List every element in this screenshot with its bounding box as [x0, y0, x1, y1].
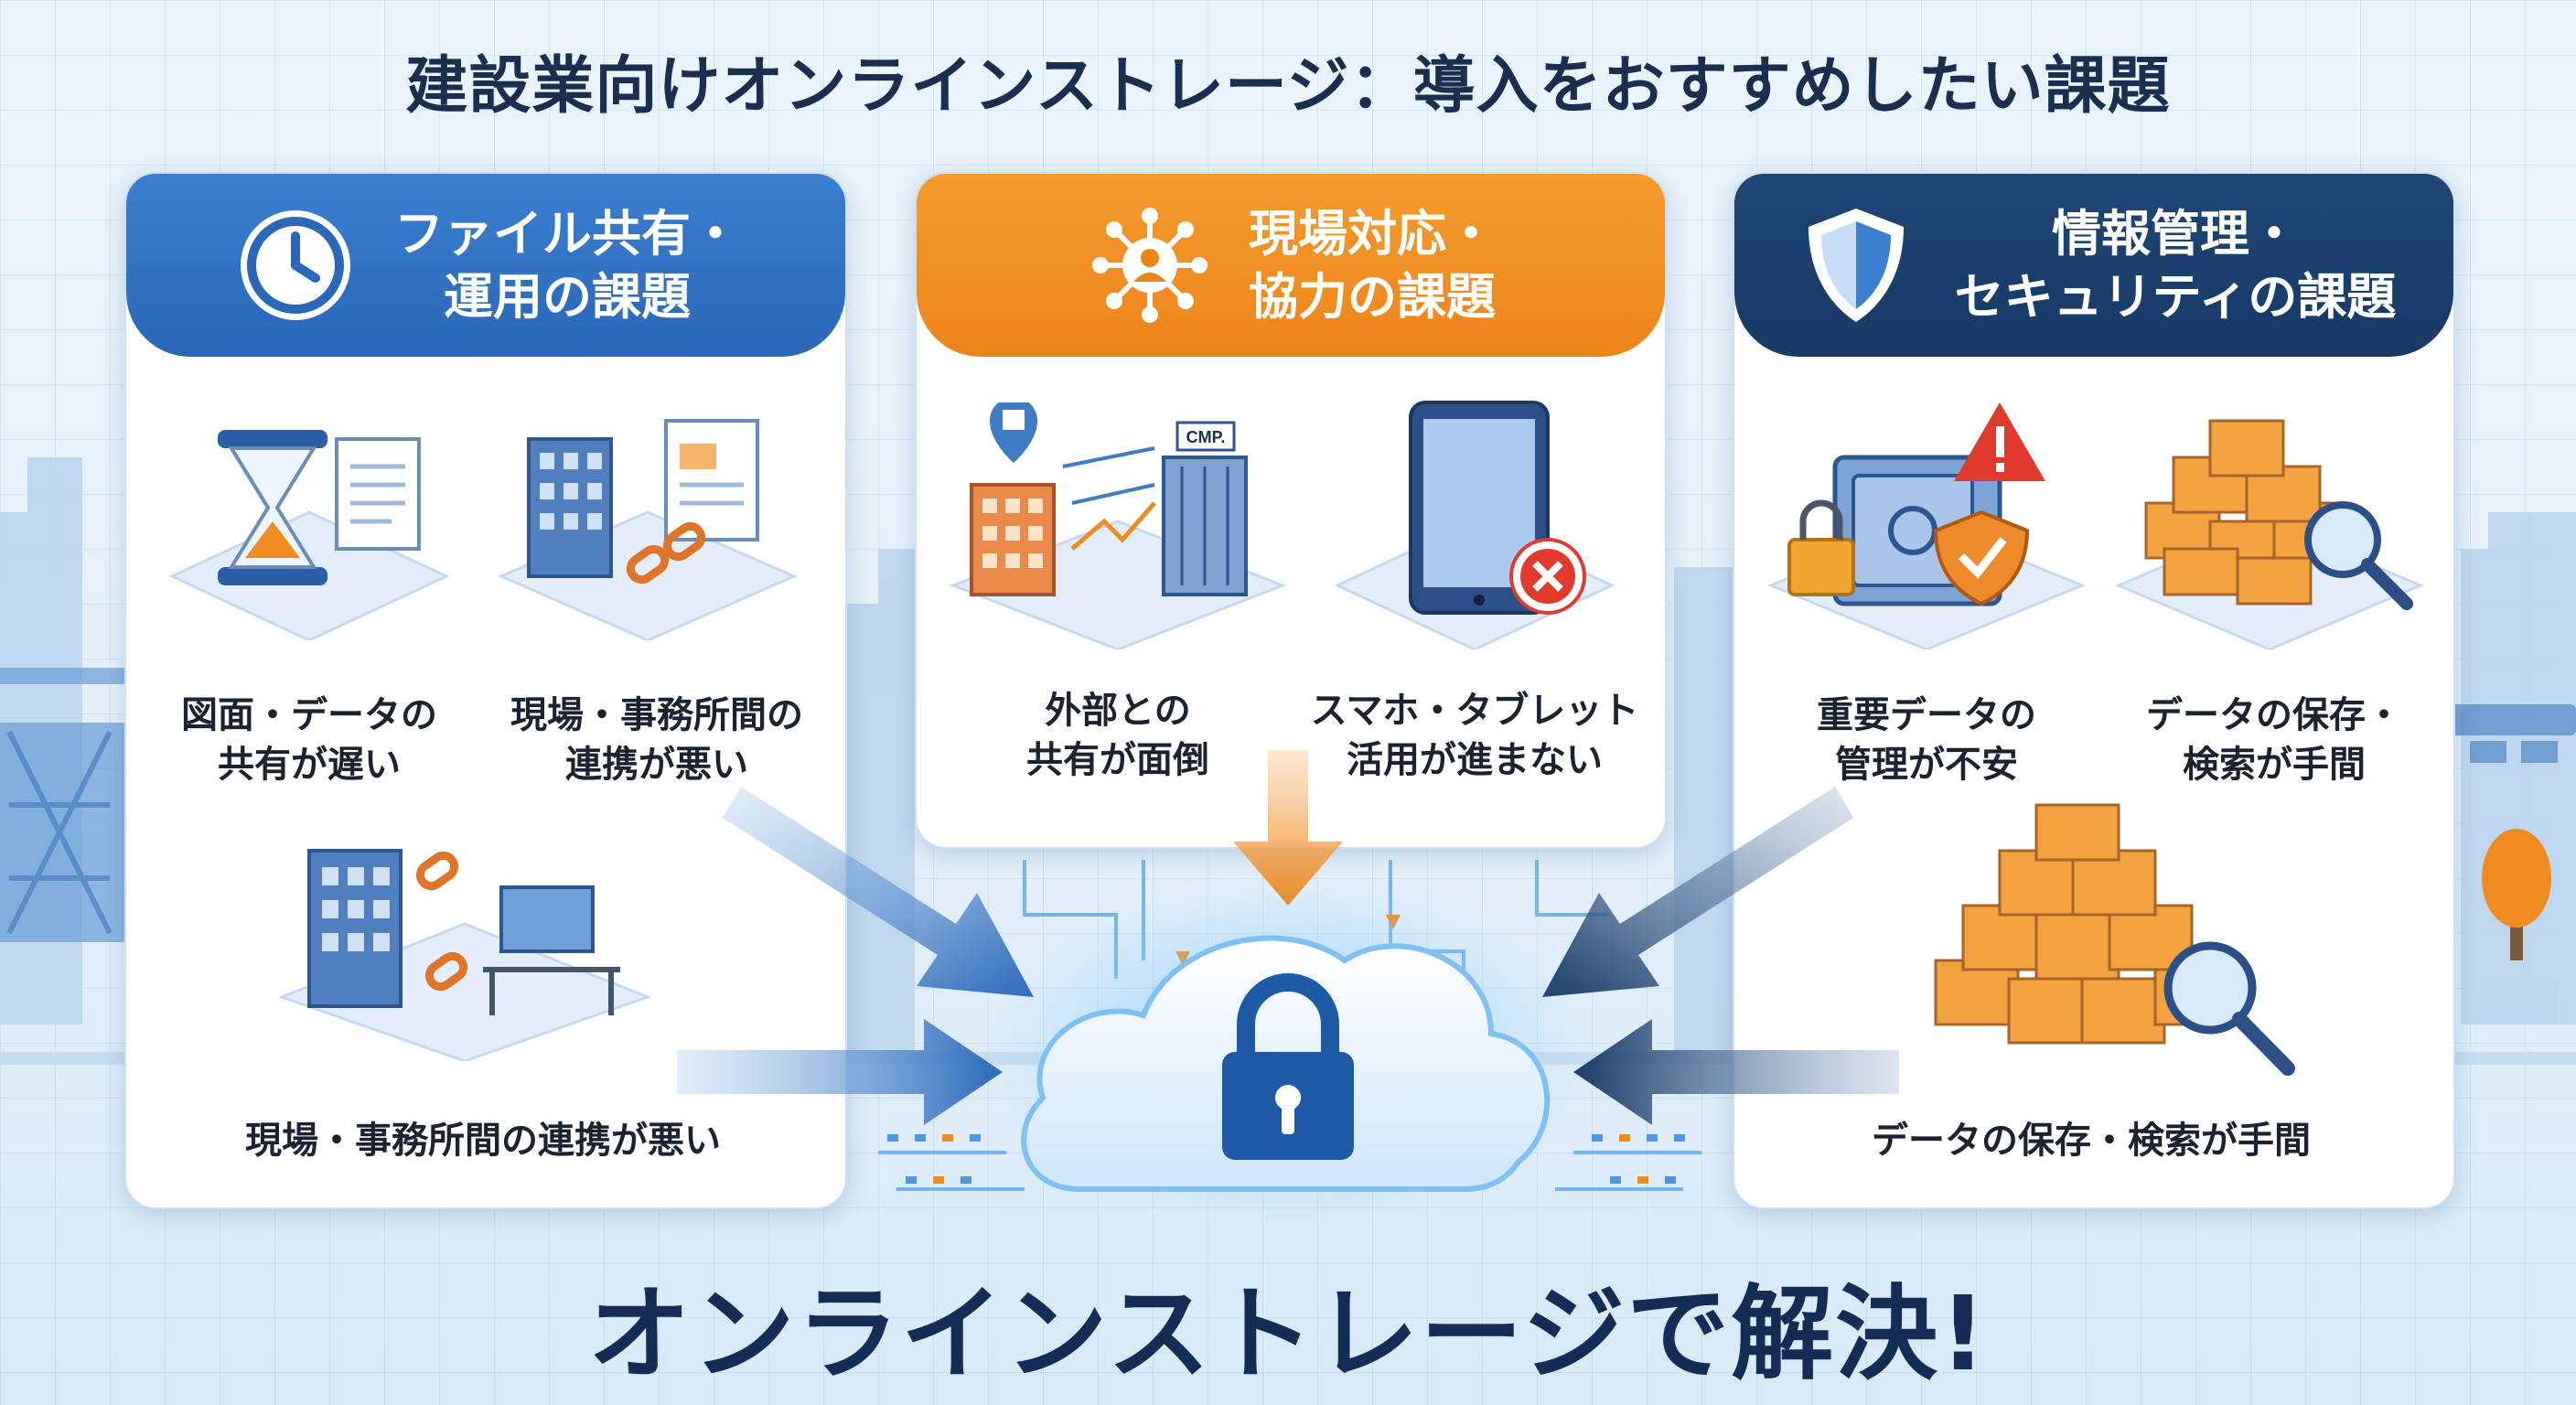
panel-header-security: 情報管理・ セキュリティの課題	[1734, 174, 2453, 357]
building-sign: CMP.	[1186, 428, 1226, 446]
panel-title: 現場対応・ 協力の課題	[1249, 204, 1496, 326]
external-sharing-buildings-illustration: CMP.	[949, 402, 1287, 649]
issue-site-office-coordination: 現場・事務所間の 連携が悪い	[510, 694, 803, 786]
building-broken-link-illustration	[498, 419, 798, 640]
panel-security: 情報管理・ セキュリティの課題 重要データの 管理が不安 データの保存・ 検索が…	[1733, 172, 2455, 1209]
issue-external-sharing: 外部との 共有が面倒	[1026, 690, 1209, 781]
page-title: 建設業向けオンラインストレージ：導入をおすすめしたい課題	[405, 50, 2171, 123]
vault-warning-illustration	[1767, 402, 2086, 649]
issue-site-office-coordination-2: 現場・事務所間の連携が悪い	[245, 1120, 721, 1162]
clock-icon	[241, 210, 350, 320]
issue-data-storage-search: データの保存・ 検索が手間	[2146, 694, 2402, 786]
folders-search-illustration	[2115, 419, 2424, 649]
issue-important-data-management: 重要データの 管理が不安	[1817, 694, 2036, 786]
issue-mobile-tablet: スマホ・タブレット 活用が進まない	[1310, 690, 1639, 781]
network-icon	[1092, 208, 1208, 323]
panel-site-collaboration: 現場対応・ 協力の課題 CMP. 外部との 共有が面倒	[915, 172, 1667, 849]
tablet-error-illustration	[1334, 401, 1615, 649]
panel-title: 情報管理・ セキュリティの課題	[1954, 204, 2397, 326]
panel-header-site-collaboration: 現場対応・ 協力の課題	[917, 174, 1665, 357]
folder-pile-search-illustration	[1934, 803, 2295, 1076]
office-desk-broken-link-illustration	[277, 849, 652, 1061]
panel-file-sharing: ファイル共有・ 運用の課題 図面・データの 共有が遅い 現場・	[124, 172, 847, 1209]
issue-data-storage-search-2: データの保存・検索が手間	[1872, 1120, 2311, 1162]
issue-drawing-data-sharing-slow: 図面・データの 共有が遅い	[181, 694, 437, 786]
shield-icon	[1808, 209, 1904, 322]
solution-title: オンラインストレージで解決!	[587, 1275, 1989, 1394]
panel-title: ファイル共有・ 運用の課題	[394, 204, 740, 326]
panel-header-file-sharing: ファイル共有・ 運用の課題	[126, 174, 845, 357]
hourglass-document-illustration	[168, 430, 450, 640]
